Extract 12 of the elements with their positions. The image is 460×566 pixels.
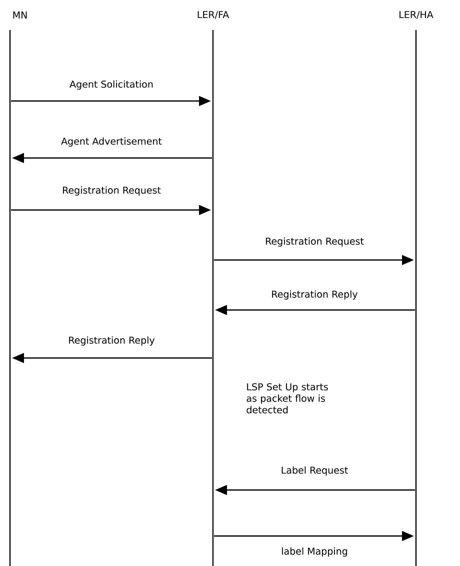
lifeline: LER/FA bbox=[198, 11, 230, 566]
edge-label: Registration Reply bbox=[272, 290, 358, 300]
lifeline: LER/HA bbox=[400, 11, 434, 566]
edge-label: Label Request bbox=[282, 466, 348, 476]
edge-label: Registration Request bbox=[62, 186, 161, 196]
edge-label: Registration Reply bbox=[69, 336, 155, 346]
lifeline: MN bbox=[9, 12, 27, 566]
edge-label: Agent Solicitation bbox=[70, 80, 153, 90]
edge-label: Registration Request bbox=[266, 237, 364, 247]
edge-label: Agent Advertisement bbox=[61, 137, 162, 147]
edge-label: label Mapping bbox=[282, 547, 348, 557]
note-text: LSP Set Up starts as packet flow is detected bbox=[246, 383, 328, 414]
